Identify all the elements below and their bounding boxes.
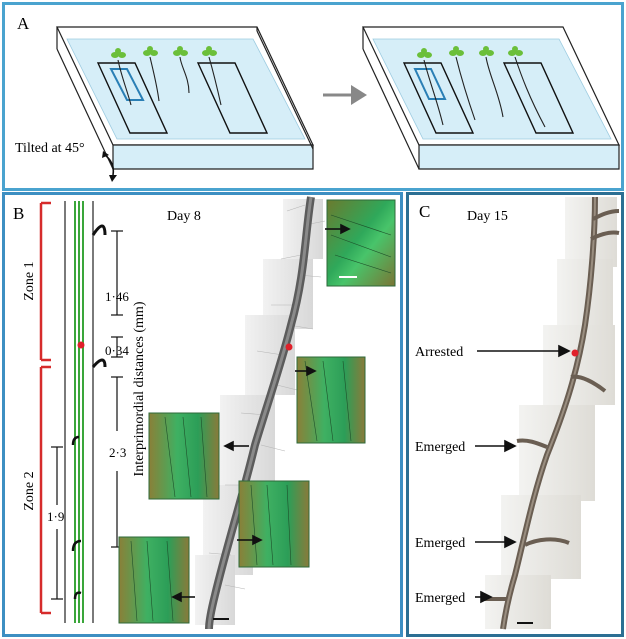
gfp-inset (118, 536, 190, 624)
panel-b-title: Day 8 (167, 209, 201, 224)
seedling-icon (117, 56, 222, 106)
panel-a-label: A (17, 14, 30, 33)
arrest-marker (77, 341, 85, 349)
panel-b-illustration: B Zone 1 Zone 2 (13, 196, 396, 630)
panel-a: A (2, 2, 624, 191)
transition-arrow-icon (323, 85, 367, 105)
root-micrograph-montage (483, 196, 620, 630)
gfp-inset (326, 199, 396, 287)
panel-b-label: B (13, 204, 24, 223)
axis-label: Interprimordial distances (mm) (132, 301, 147, 476)
agar-plate-before (56, 26, 314, 170)
zone-2-label: Zone 2 (22, 471, 37, 510)
annotation-emerged: Emerged (415, 440, 465, 455)
gfp-inset (238, 480, 310, 568)
root-schematic (64, 201, 107, 623)
agar-plate-after (362, 26, 620, 170)
distance-label: 2·3 (109, 445, 126, 460)
panel-a-illustration: A (15, 14, 620, 182)
distance-label: 1·46 (105, 289, 129, 304)
distance-label: 1·9 (47, 509, 64, 524)
zone-bracket (39, 201, 51, 615)
arrest-marker (285, 343, 293, 351)
distance-label: 0·34 (105, 343, 129, 358)
gfp-inset (148, 412, 220, 500)
distance-scale (51, 230, 123, 600)
annotation-emerged: Emerged (415, 536, 465, 551)
annotation-arrested: Arrested (415, 345, 463, 360)
panel-c-label: C (419, 202, 430, 221)
seedling-icon (423, 56, 546, 128)
arrow-icon (475, 344, 571, 604)
panel-c-title: Day 15 (467, 209, 508, 224)
panel-c-illustration: C Day 15 Arrested (415, 196, 620, 630)
tilt-arrow-icon (102, 151, 117, 182)
arrow-icon (171, 223, 351, 603)
panel-c: C Day 15 Arrested (406, 192, 624, 637)
panel-b: B Zone 1 Zone 2 (2, 192, 403, 637)
zone-1-label: Zone 1 (22, 261, 37, 300)
annotation-emerged: Emerged (415, 591, 465, 606)
arrest-marker (571, 349, 579, 357)
tilt-note: Tilted at 45° (15, 141, 85, 156)
